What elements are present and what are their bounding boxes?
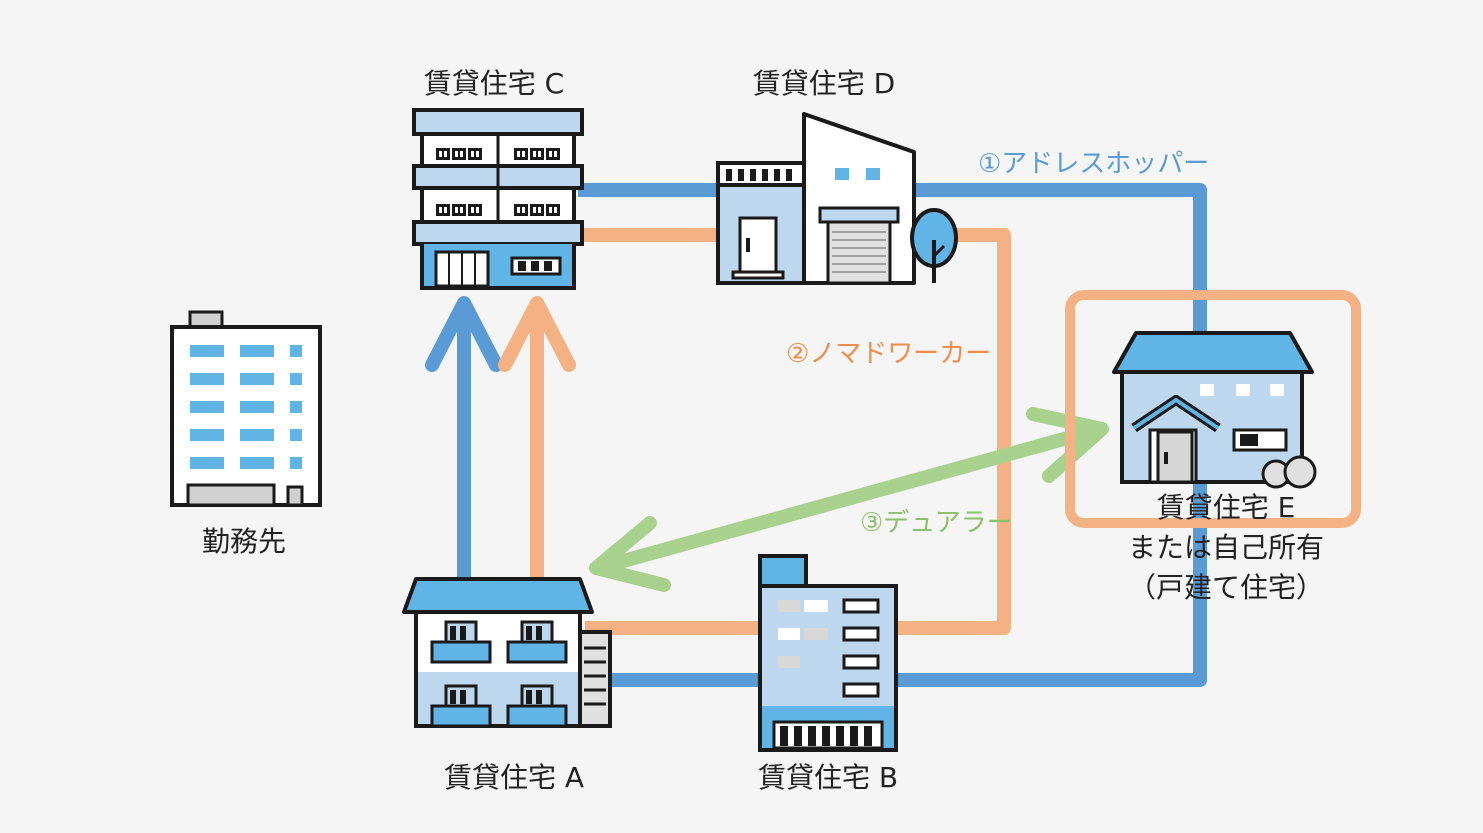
route-line-dualer xyxy=(591,422,1107,575)
label-route-nomad-worker: ②ノマドワーカー xyxy=(786,339,992,369)
arrowhead-a-to-c-orange xyxy=(498,296,576,372)
label-rental-b: 賃貸住宅 B xyxy=(757,761,899,794)
label-rental-e-detached: （戸建て住宅） xyxy=(1127,571,1325,604)
label-workplace: 勤務先 xyxy=(201,525,287,558)
label-rental-c: 賃貸住宅 C xyxy=(423,67,565,100)
label-rental-d: 賃貸住宅 D xyxy=(752,67,896,100)
modern-house-icon xyxy=(716,112,958,285)
apartment-icon xyxy=(402,577,612,728)
label-rental-e: 賃貸住宅 E xyxy=(1156,491,1296,524)
detached-house-icon xyxy=(1112,331,1317,489)
mansion-icon xyxy=(758,554,898,752)
label-route-dualer: ③デュアラー xyxy=(860,508,1013,538)
label-rental-a: 賃貸住宅 A xyxy=(443,761,585,794)
office-tower-icon xyxy=(170,310,322,507)
tall-apartment-icon xyxy=(412,108,584,290)
highlight-frame-e xyxy=(1065,290,1361,528)
label-route-address-hopper: ①アドレスホッパー xyxy=(978,149,1210,179)
arrowhead-a-to-c-blue xyxy=(425,296,503,372)
label-rental-e-owned: または自己所有 xyxy=(1127,531,1325,564)
arrowhead-dualer-left xyxy=(589,516,671,592)
